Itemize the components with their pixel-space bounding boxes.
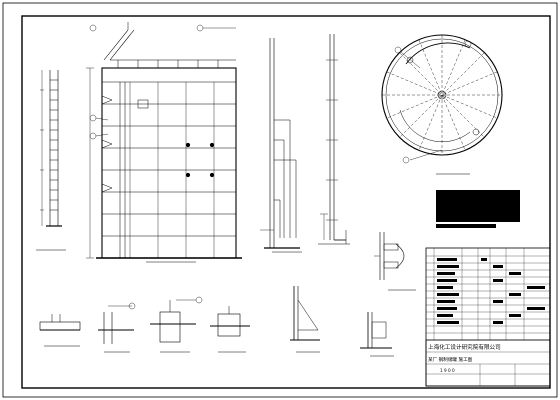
institute-name: 上海化工设计研究院有限公司 <box>428 343 501 351</box>
nozzle-detail <box>374 232 416 291</box>
drawing-frame <box>21 15 551 389</box>
ladder-side-view <box>318 34 350 245</box>
general-notes <box>436 173 520 228</box>
shell-section <box>260 38 302 253</box>
drawing-number: 1 9 0 0 <box>440 368 455 373</box>
detail-a <box>39 314 81 347</box>
detail-f <box>360 312 394 357</box>
detail-c <box>150 296 203 353</box>
roof-plan <box>381 34 503 164</box>
detail-d <box>210 306 250 353</box>
title-block: 上海化工设计研究院有限公司 某厂 钢制储罐 施工图 1 9 0 0 <box>425 339 551 387</box>
tank-elevation <box>86 22 242 263</box>
detail-e <box>290 286 320 353</box>
ladder-elevation <box>36 70 66 251</box>
detail-b <box>98 302 136 353</box>
parts-table <box>425 247 551 387</box>
project-title: 某厂 钢制储罐 施工图 <box>428 356 473 363</box>
